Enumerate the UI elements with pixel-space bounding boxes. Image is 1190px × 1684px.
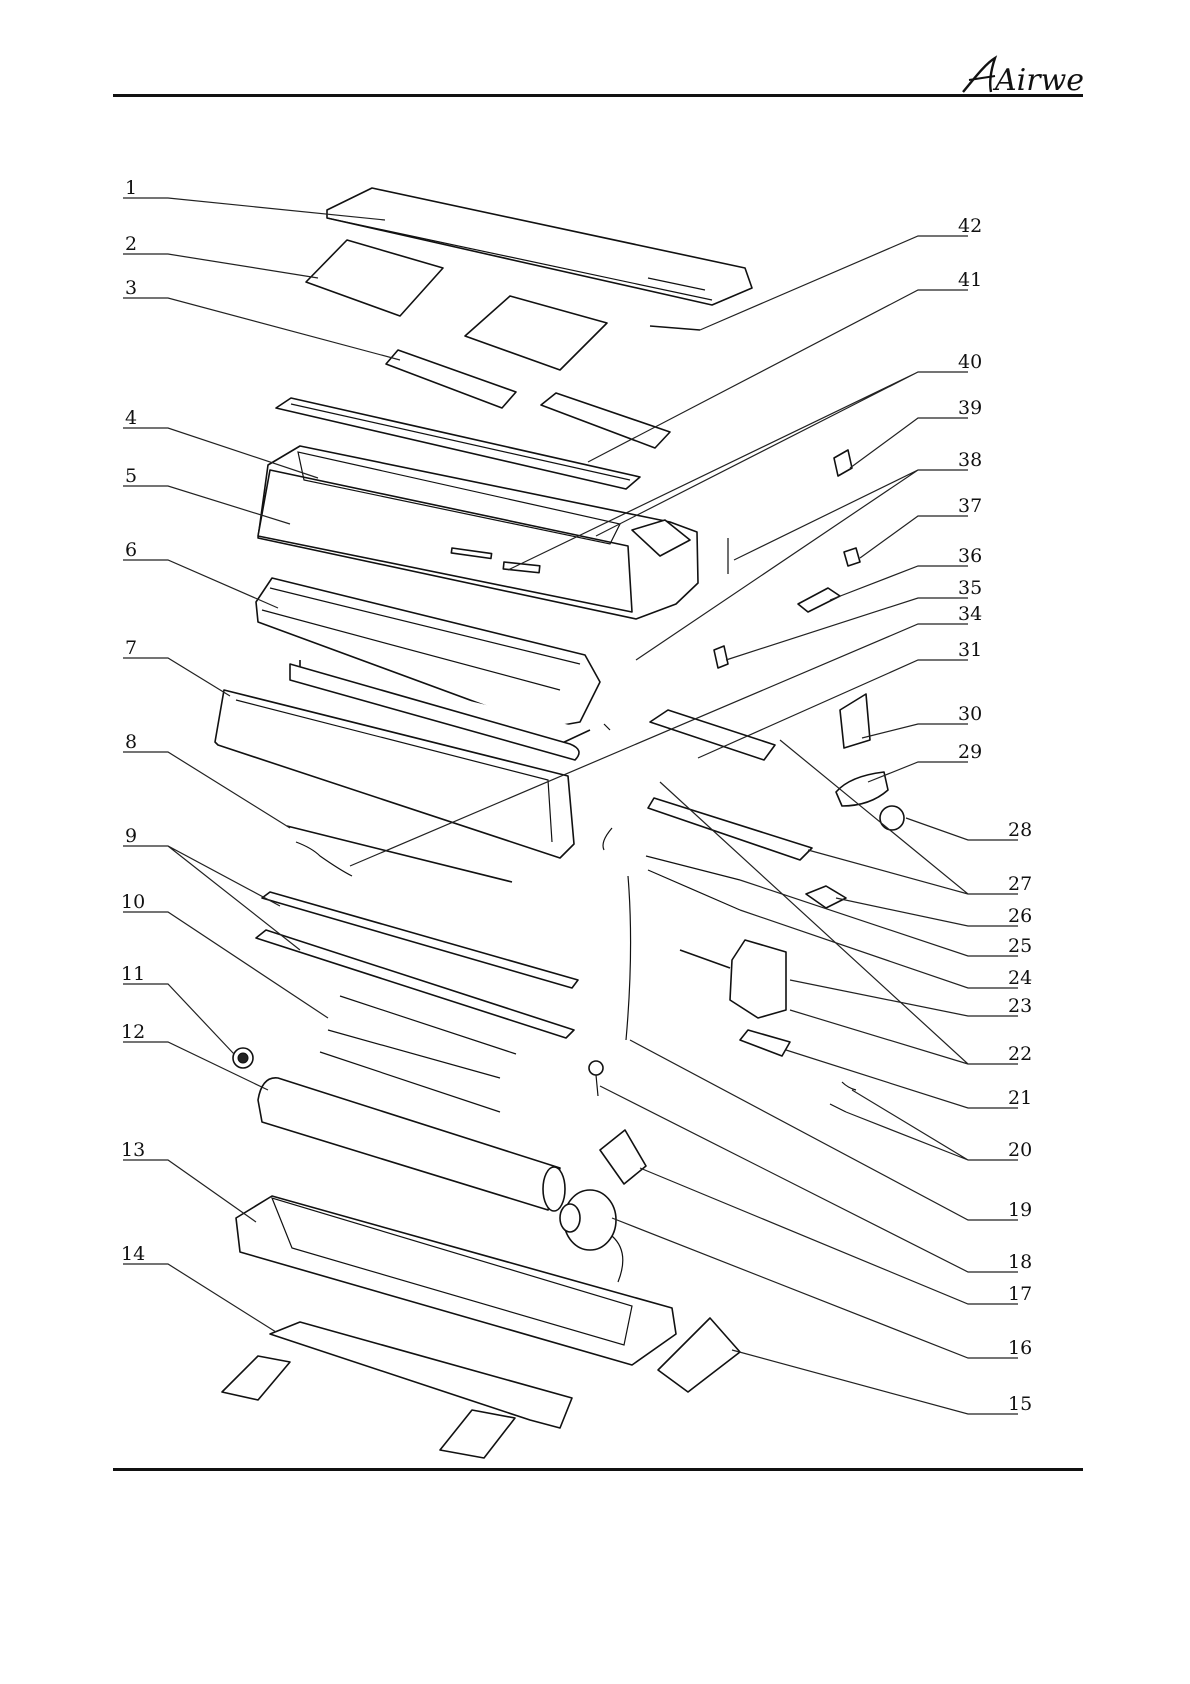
callout-39: 39 [958, 397, 982, 419]
cross-flow-fan [258, 1078, 565, 1211]
callout-5: 5 [125, 465, 137, 487]
callout-12: 12 [121, 1021, 145, 1043]
display-strip-42 [650, 326, 700, 330]
power-cord [626, 876, 631, 1040]
callout-10: 10 [121, 891, 145, 913]
callout-23: 23 [1008, 995, 1032, 1017]
callout-19: 19 [1008, 1199, 1032, 1221]
callout-26: 26 [1008, 905, 1032, 927]
callout-20: 20 [1008, 1139, 1032, 1161]
callout-6: 6 [125, 539, 137, 561]
callout-13: 13 [121, 1139, 145, 1161]
callout-8: 8 [125, 731, 137, 753]
callout-22: 22 [1008, 1043, 1032, 1065]
purifying-filter-right [541, 393, 670, 448]
mounting-plate [222, 1322, 572, 1458]
guide-louvers [256, 892, 578, 1054]
callout-2: 2 [125, 233, 137, 255]
electric-box-parts [603, 710, 846, 1056]
air-filter-left [306, 240, 443, 316]
callout-17: 17 [1008, 1283, 1032, 1305]
callout-28: 28 [1008, 819, 1032, 841]
fan-motor [560, 1190, 623, 1282]
callout-1: 1 [125, 177, 137, 199]
callout-34: 34 [958, 603, 982, 625]
callout-7: 7 [125, 637, 137, 659]
callout-37: 37 [958, 495, 982, 517]
drain-hose [287, 826, 512, 882]
callout-42: 42 [958, 215, 982, 237]
callout-9: 9 [125, 825, 137, 847]
callout-29: 29 [958, 741, 982, 763]
callout-40: 40 [958, 351, 982, 373]
callout-4: 4 [125, 407, 137, 429]
stepping-motor [589, 1061, 603, 1096]
callout-14: 14 [121, 1243, 145, 1265]
callout-24: 24 [1008, 967, 1032, 989]
motor-holder [600, 1130, 646, 1184]
callout-11: 11 [121, 963, 145, 985]
purifying-filter-left [386, 350, 516, 408]
callout-30: 30 [958, 703, 982, 725]
callout-31: 31 [958, 639, 982, 661]
callout-25: 25 [1008, 935, 1032, 957]
callout-21: 21 [1008, 1087, 1032, 1109]
callout-27: 27 [1008, 873, 1032, 895]
callout-36: 36 [958, 545, 982, 567]
callout-38: 38 [958, 449, 982, 471]
callout-35: 35 [958, 577, 982, 599]
callout-18: 18 [1008, 1251, 1032, 1273]
air-filter-right [465, 296, 607, 370]
callout-15: 15 [1008, 1393, 1032, 1415]
fan-bearing [233, 1048, 253, 1068]
callout-16: 16 [1008, 1337, 1032, 1359]
callout-3: 3 [125, 277, 137, 299]
callout-41: 41 [958, 269, 982, 291]
